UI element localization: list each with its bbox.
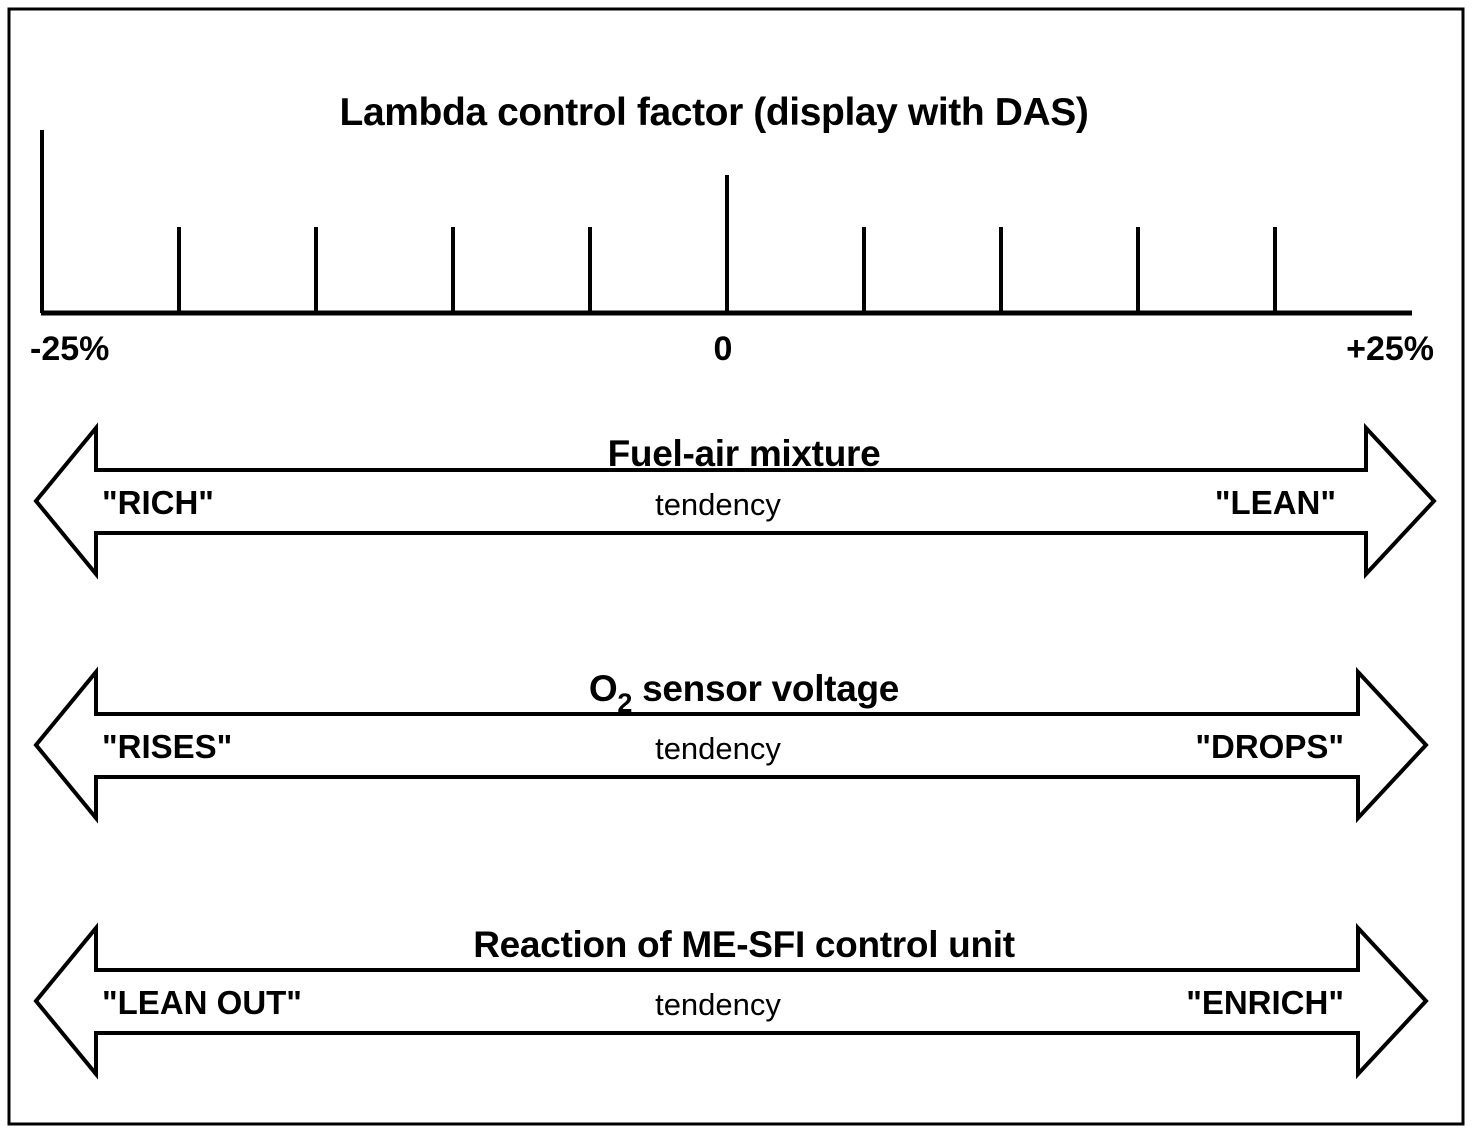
- scale-label-right: +25%: [1346, 330, 1434, 368]
- band-mid-label-fuel-air-mixture: tendency: [655, 487, 781, 522]
- band-title-o2-suffix: sensor voltage: [632, 668, 899, 709]
- band-left-label-me-sfi-control-unit: "LEAN OUT": [102, 984, 302, 1021]
- band-mid-label-o2-sensor-voltage: tendency: [655, 731, 781, 766]
- page-title: Lambda control factor (display with DAS): [340, 91, 1089, 134]
- band-mid-label-me-sfi-control-unit: tendency: [655, 987, 781, 1022]
- band-left-label-fuel-air-mixture: "RICH": [102, 484, 214, 521]
- band-title-o2-sensor-voltage: O2 sensor voltage: [589, 668, 899, 718]
- scale-ticks: [40, 130, 1277, 313]
- band-right-label-fuel-air-mixture: "LEAN": [1215, 484, 1336, 521]
- figure-border: [7, 7, 1465, 1126]
- band-title-fuel-air-mixture: Fuel-air mixture: [608, 433, 881, 474]
- lambda-scale-group: Lambda control factor (display with DAS)…: [30, 91, 1434, 368]
- band-fuel-air-mixture: Fuel-air mixture "RICH" tendency "LEAN": [33, 422, 1437, 580]
- band-title-o2-base: O: [589, 668, 617, 709]
- double-arrow-me-sfi-control-unit: [33, 922, 1429, 1080]
- band-title-me-sfi-control-unit: Reaction of ME-SFI control unit: [473, 924, 1015, 965]
- double-arrow-fuel-air-mixture: [33, 422, 1437, 580]
- scale-label-left: -25%: [30, 330, 109, 368]
- band-title-o2-subscript: 2: [617, 688, 632, 718]
- band-right-label-me-sfi-control-unit: "ENRICH": [1186, 984, 1344, 1021]
- band-me-sfi-control-unit: Reaction of ME-SFI control unit "LEAN OU…: [33, 922, 1429, 1080]
- band-left-label-o2-sensor-voltage: "RISES": [102, 728, 232, 765]
- double-arrow-o2-sensor-voltage: [33, 666, 1429, 824]
- band-right-label-o2-sensor-voltage: "DROPS": [1195, 728, 1344, 765]
- band-o2-sensor-voltage: O2 sensor voltage "RISES" tendency "DROP…: [33, 666, 1429, 824]
- scale-label-center: 0: [714, 330, 733, 368]
